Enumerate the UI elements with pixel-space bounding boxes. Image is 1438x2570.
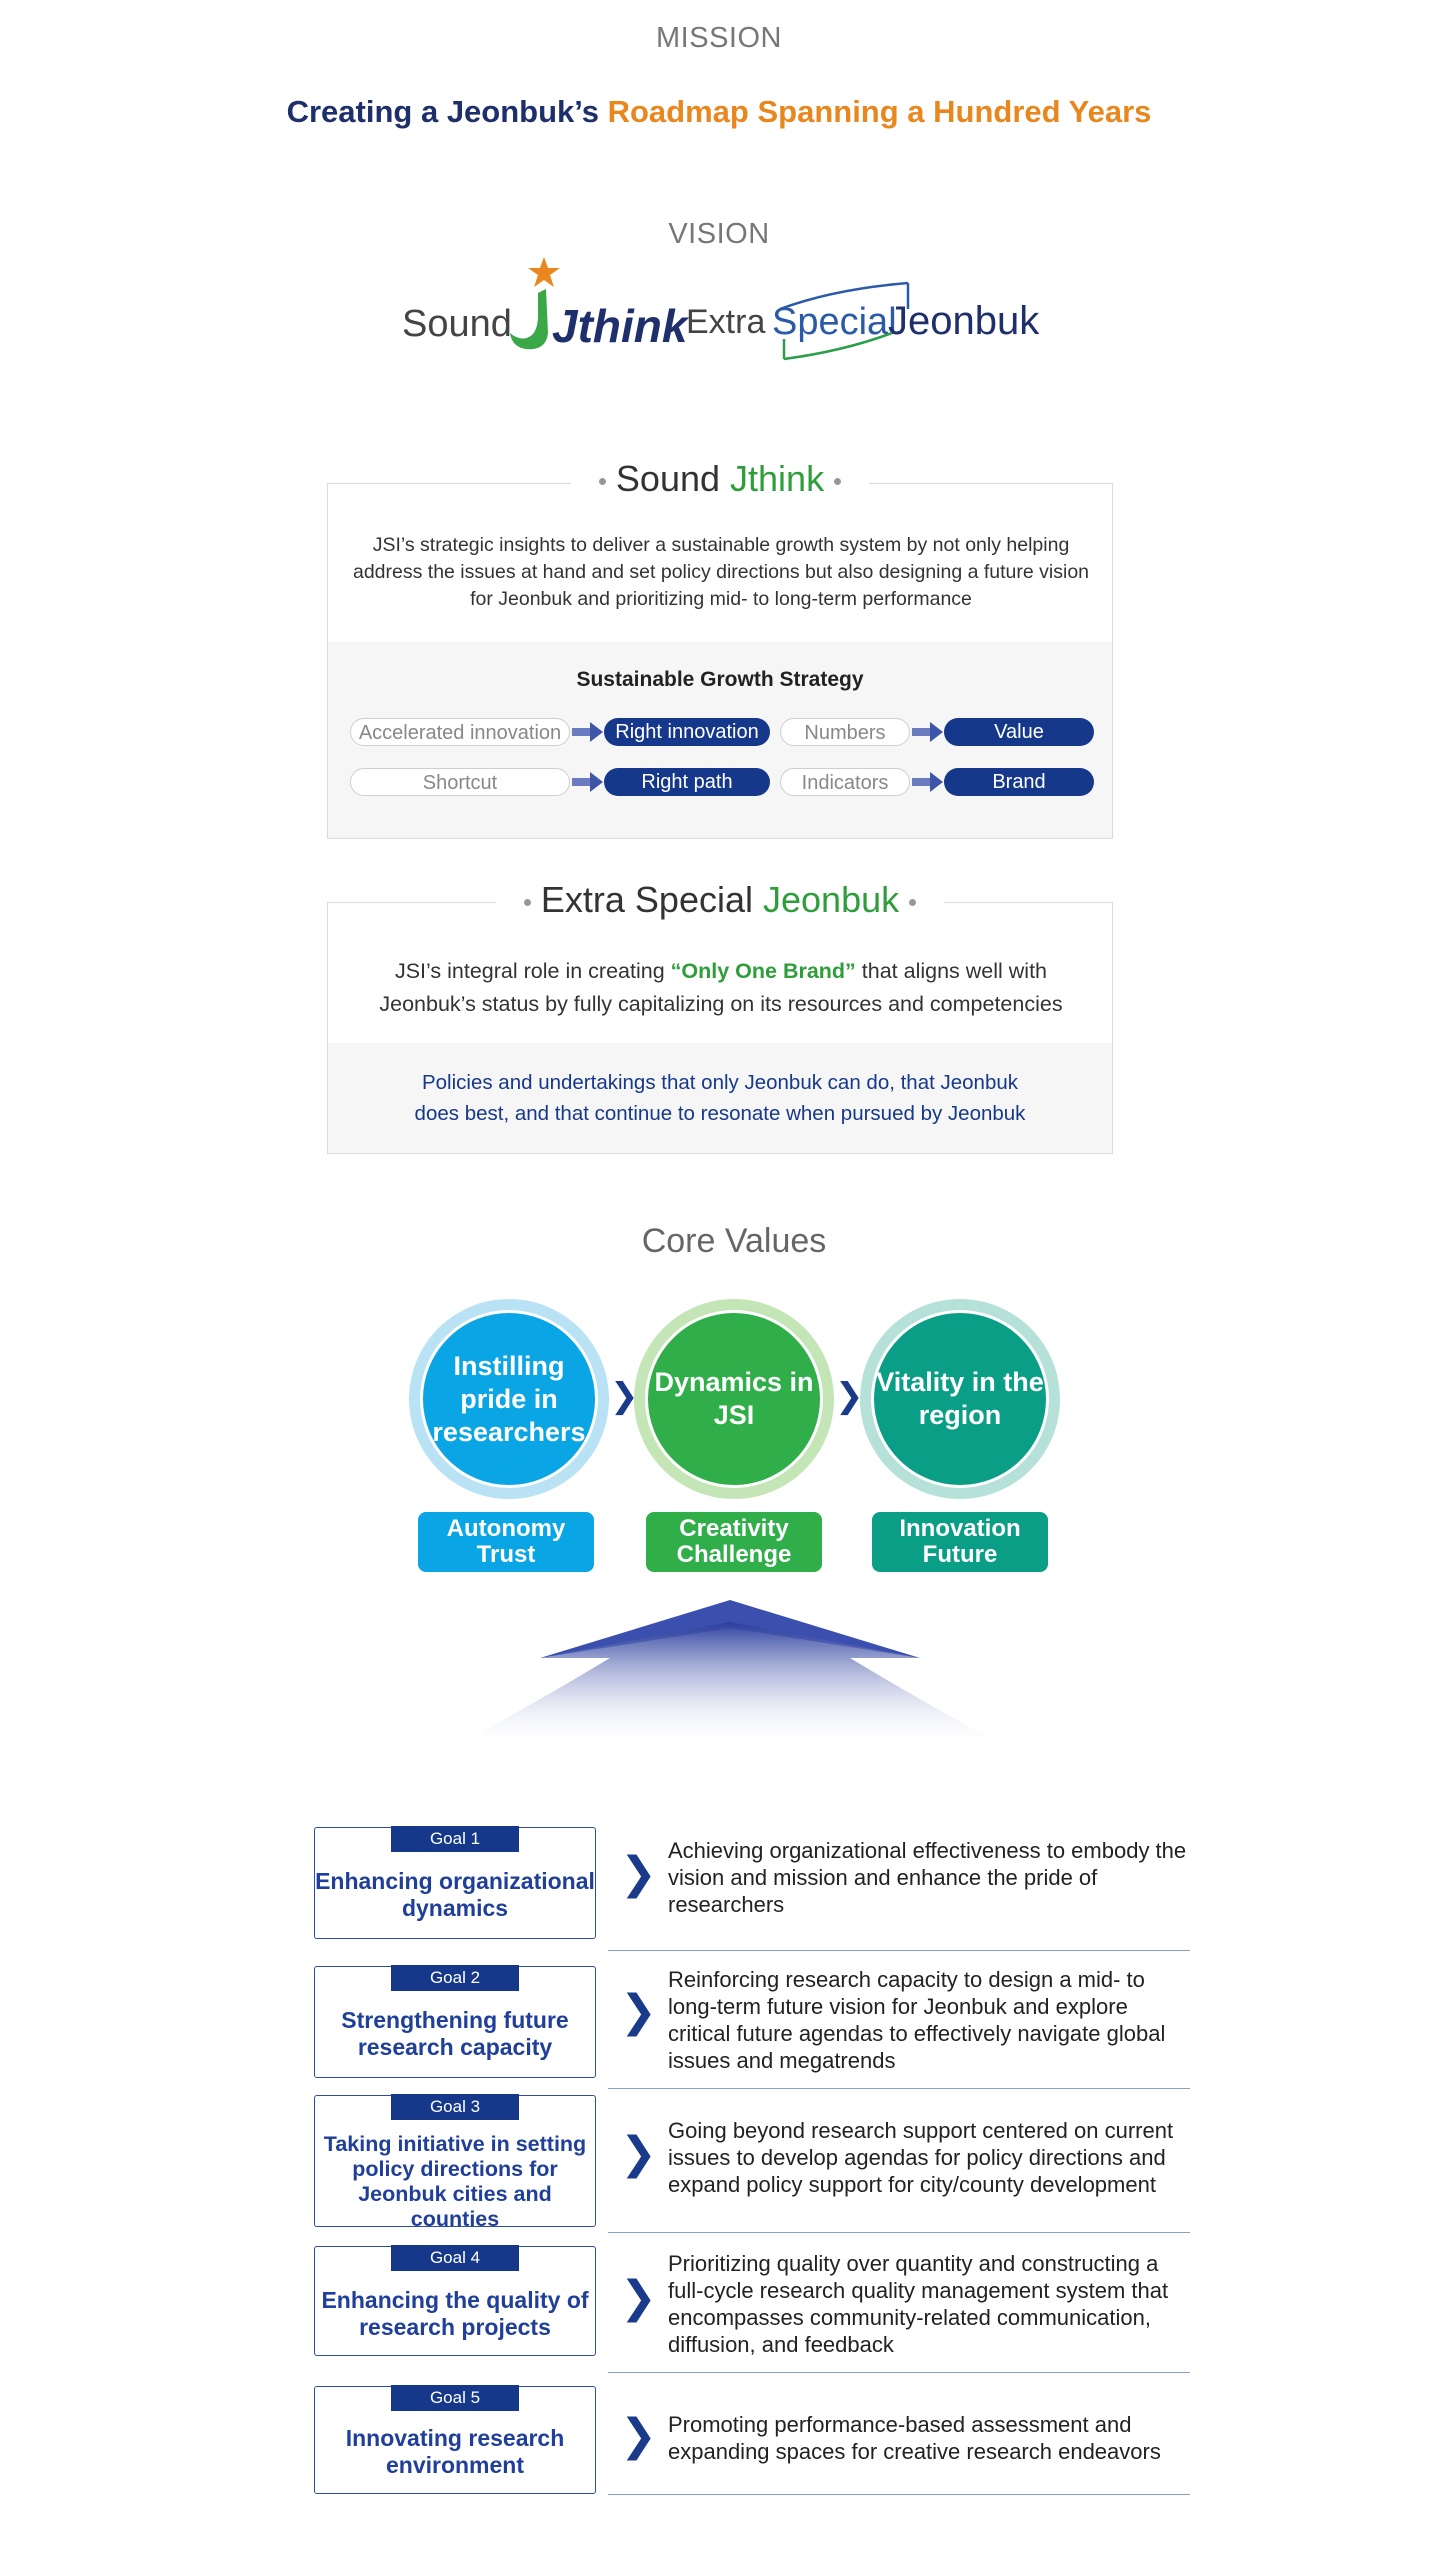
goal-4-badge: Goal 4 [391,2245,519,2271]
chevron-right-icon: ❯ [620,1987,657,2036]
extra-special-title: Extra Special Jeonbuk [328,879,1112,921]
strategy-to-brand: Brand [944,768,1094,796]
chevron-right-icon: ❯ [620,2411,657,2460]
goal-divider [608,1950,1190,1951]
logo-special: Special [772,301,897,343]
extra-special-box: Extra Special Jeonbuk JSI’s integral rol… [327,879,1113,1154]
strategy-to-right-innovation: Right innovation [604,718,770,746]
vision-logo: Sound Jthink Extra Special Jeonbuk [400,255,1040,375]
goal-4-box: Goal 4 Enhancing the quality of research… [314,2245,596,2356]
core-value-circle-2: Dynamics in JSI [634,1299,834,1499]
arrow-right-icon [912,772,943,792]
strategy-from-accelerated-innovation: Accelerated innovation [350,718,570,746]
chevron-right-icon: ❯ [620,2129,657,2178]
strategy-title: Sustainable Growth Strategy [576,668,864,691]
strategy-band: Sustainable Growth Strategy Accelerated … [328,642,1112,838]
goal-divider [608,2232,1190,2233]
vision-label: VISION [668,218,770,250]
goal-divider [608,2372,1190,2373]
goal-3-badge: Goal 3 [391,2094,519,2120]
goal-divider [608,2088,1190,2089]
star-swoosh-icon [510,257,560,350]
goal-1-description: Achieving organizational effectiveness t… [668,1838,1187,1917]
goal-2-title: Strengthening future research capacity [341,2007,569,2060]
core-value-circle-1: Instilling pride in researchers [409,1299,609,1499]
goal-2-badge: Goal 2 [391,1965,519,1991]
strategy-to-right-path: Right path [604,768,770,796]
core-value-circle-3-text: Vitality in the region [871,1310,1049,1488]
extra-special-description: JSI’s integral role in creating “Only On… [379,959,1063,1016]
arrow-right-icon [572,722,603,742]
logo-jthink: Jthink [552,300,688,352]
goal-2-description: Reinforcing research capacity to design … [668,1967,1166,2073]
sound-jthink-box: Sound Jthink JSI’s strategic insights to… [327,458,1113,839]
mission-statement: Creating a Jeonbuk’s Roadmap Spanning a … [0,94,1438,130]
logo-extra: Extra [686,303,766,341]
strategy-to-value: Value [944,718,1094,746]
goal-1-badge: Goal 1 [391,1826,519,1852]
strategy-from-indicators: Indicators [780,768,910,796]
goal-1-box: Goal 1 Enhancing organizational dynamics [314,1826,596,1939]
goal-3-description: Going beyond research support centered o… [668,2118,1174,2197]
chevron-right-icon: ❯ [620,1849,657,1898]
mission-label: MISSION [656,22,782,54]
chevron-right-icon: ❯ [835,1377,864,1415]
goal-5-description: Promoting performance-based assessment a… [668,2412,1161,2464]
goal-4-title: Enhancing the quality of research projec… [321,2287,589,2340]
sound-jthink-description: JSI’s strategic insights to deliver a su… [352,534,1090,610]
sound-jthink-title: Sound Jthink [328,458,1112,500]
swoosh-lines-icon [779,281,910,361]
extra-special-band-text: Policies and undertakings that only Jeon… [414,1071,1026,1125]
extra-special-band: Policies and undertakings that only Jeon… [328,1043,1112,1153]
goal-divider [608,2494,1190,2495]
goal-1-title: Enhancing organizational dynamics [315,1868,595,1921]
goal-2-box: Goal 2 Strengthening future research cap… [314,1965,596,2078]
chevron-right-icon: ❯ [620,2273,657,2322]
core-value-circle-2-text: Dynamics in JSI [645,1310,823,1488]
core-value-circle-3: Vitality in the region [860,1299,1060,1499]
arrow-right-icon [572,772,603,792]
mission-statement-highlight: Roadmap Spanning a Hundred Years [607,94,1152,129]
arrow-right-icon [912,722,943,742]
chevron-right-icon: ❯ [610,1377,639,1415]
goal-4-description: Prioritizing quality over quantity and c… [668,2251,1169,2357]
mission-statement-part1: Creating a Jeonbuk’s [286,94,608,129]
logo-jeonbuk: Jeonbuk [888,299,1040,343]
goal-3-title: Taking initiative in setting policy dire… [323,2132,587,2231]
goal-3-box: Goal 3 Taking initiative in setting poli… [314,2094,596,2231]
strategy-from-numbers: Numbers [780,718,910,746]
strategy-from-shortcut: Shortcut [350,768,570,796]
core-values-title: Core Values [641,1222,827,1260]
logo-sound: Sound [402,303,512,345]
goal-5-box: Goal 5 Innovating research environment [314,2385,596,2494]
goal-5-badge: Goal 5 [391,2385,519,2411]
core-value-circle-1-text: Instilling pride in researchers [420,1310,598,1488]
goal-5-title: Innovating research environment [345,2425,565,2478]
upward-arrow-graphic [450,1600,1010,1748]
